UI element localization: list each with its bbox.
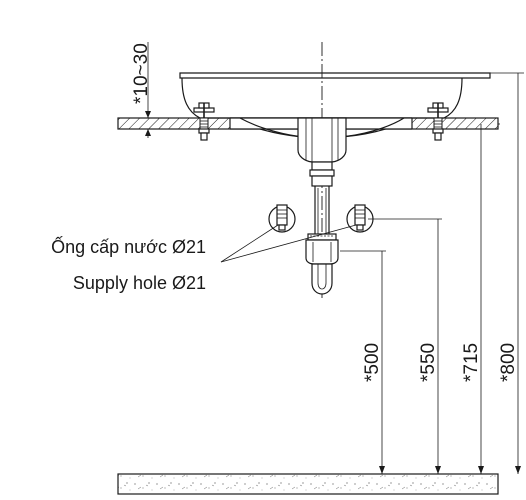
- dimension-800: *800: [498, 343, 519, 382]
- supply-valve-left: [268, 204, 296, 233]
- basin-rim: [179, 72, 491, 79]
- dimension-gap: *10~30: [131, 43, 152, 104]
- supply-valve-right: [346, 204, 374, 233]
- supply-label-vi: Ống cấp nước Ø21: [51, 236, 206, 257]
- dimension-715: *715: [461, 343, 482, 382]
- leader-line-left-valve: [220, 224, 279, 263]
- floor: [117, 473, 499, 495]
- mounting-bolt-right: [427, 102, 449, 141]
- mounting-bolt-left: [193, 102, 215, 141]
- p-trap: [305, 233, 339, 295]
- drain-assembly: [297, 117, 347, 236]
- supply-label-en: Supply hole Ø21: [73, 273, 206, 293]
- leader-line-right-valve: [220, 224, 357, 263]
- dimension-550: *550: [418, 343, 439, 382]
- dimension-500: *500: [362, 343, 383, 382]
